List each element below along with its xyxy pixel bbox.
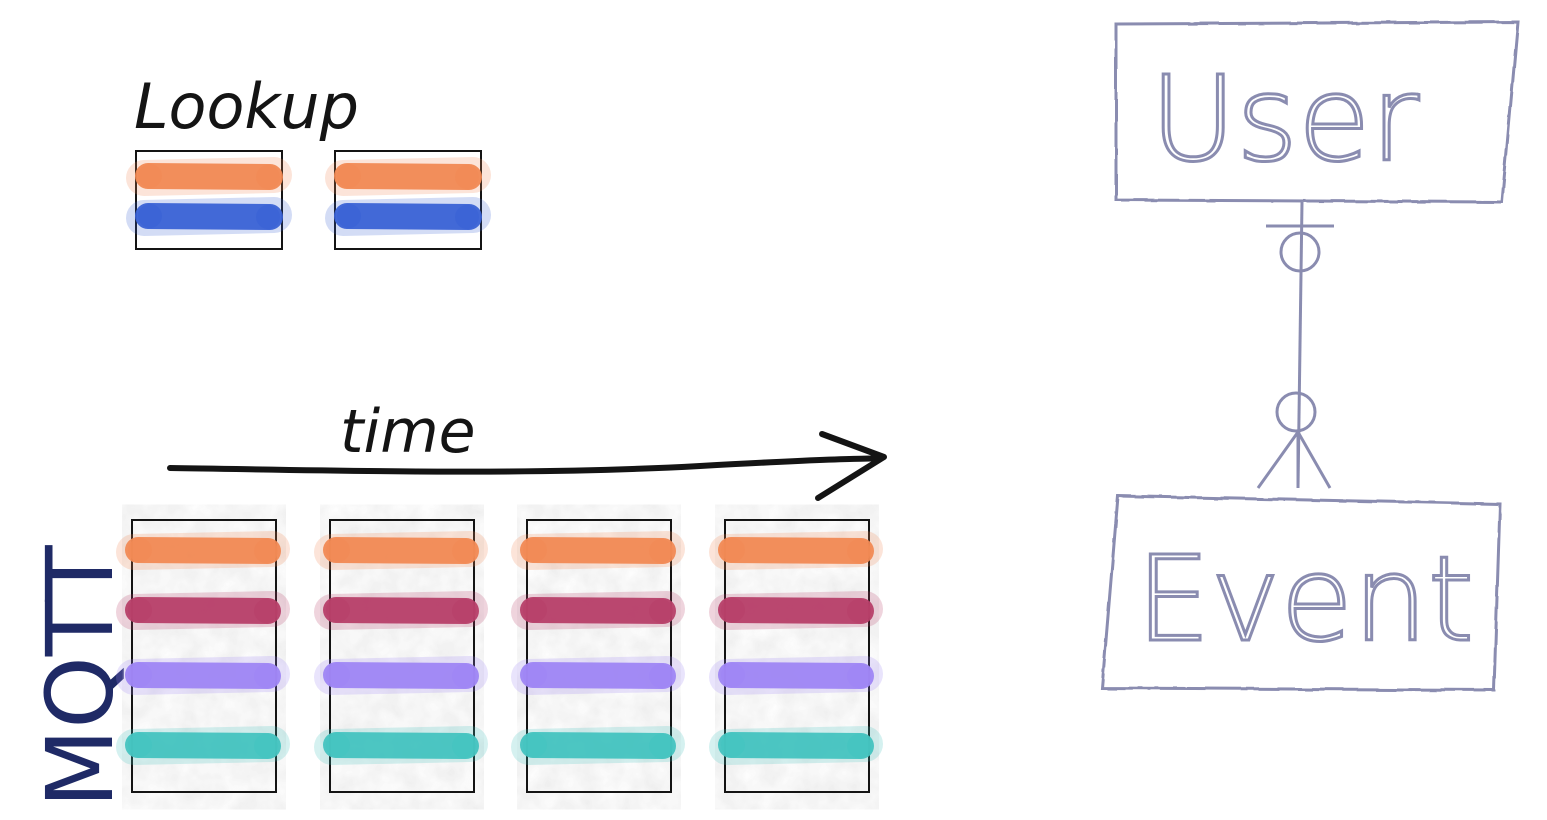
mqtt-bar-crimson xyxy=(511,591,685,630)
lookup-bar-blue xyxy=(126,197,292,236)
lookup-bar-orange xyxy=(325,157,491,196)
mqtt-bar-orange xyxy=(116,531,290,570)
time-arrow: time xyxy=(167,397,887,501)
er-diagram: User Event xyxy=(1100,20,1520,692)
user-entity-label: User xyxy=(1150,50,1419,188)
mqtt-bar-crimson xyxy=(116,591,290,630)
lookup-table xyxy=(325,150,491,250)
lookup-bar-blue xyxy=(325,197,491,236)
event-entity: Event xyxy=(1100,494,1502,692)
mqtt-bar-violet xyxy=(116,656,290,695)
event-entity-label: Event xyxy=(1136,530,1474,668)
user-entity-box xyxy=(1114,20,1520,204)
mqtt-label: MQTT xyxy=(27,545,134,808)
mqtt-bar-teal xyxy=(116,726,290,765)
lookup-bar-orange xyxy=(126,157,292,196)
time-label: time xyxy=(340,397,476,467)
mqtt-bar-violet xyxy=(709,656,883,695)
mqtt-bar-violet xyxy=(511,656,685,695)
lookup-label: Lookup xyxy=(134,70,359,143)
mqtt-frame xyxy=(709,519,883,793)
mqtt-frame xyxy=(314,519,488,793)
mqtt-bar-teal xyxy=(709,726,883,765)
mqtt-frame xyxy=(116,519,290,793)
event-entity-box xyxy=(1100,494,1502,692)
zero-or-many-crowsfoot xyxy=(1256,431,1332,489)
user-entity: User xyxy=(1114,20,1520,204)
relationship-line xyxy=(1256,201,1334,489)
mqtt-bar-teal xyxy=(511,726,685,765)
mqtt-section: MQTT xyxy=(27,519,883,808)
zero-or-one-circle xyxy=(1279,231,1321,273)
lookup-section: Lookup xyxy=(126,70,491,250)
mqtt-frames xyxy=(116,519,883,793)
mqtt-bar-orange xyxy=(709,531,883,570)
mqtt-bar-teal xyxy=(314,726,488,765)
mqtt-frame xyxy=(511,519,685,793)
mqtt-bar-violet xyxy=(314,656,488,695)
mqtt-bar-orange xyxy=(511,531,685,570)
time-arrow-line xyxy=(167,455,883,475)
lookup-tables xyxy=(126,150,491,250)
mqtt-bar-orange xyxy=(314,531,488,570)
mqtt-bar-crimson xyxy=(709,591,883,630)
zero-or-many-circle xyxy=(1275,391,1317,433)
mqtt-bar-crimson xyxy=(314,591,488,630)
lookup-table xyxy=(126,150,292,250)
time-arrow-head xyxy=(815,431,887,501)
